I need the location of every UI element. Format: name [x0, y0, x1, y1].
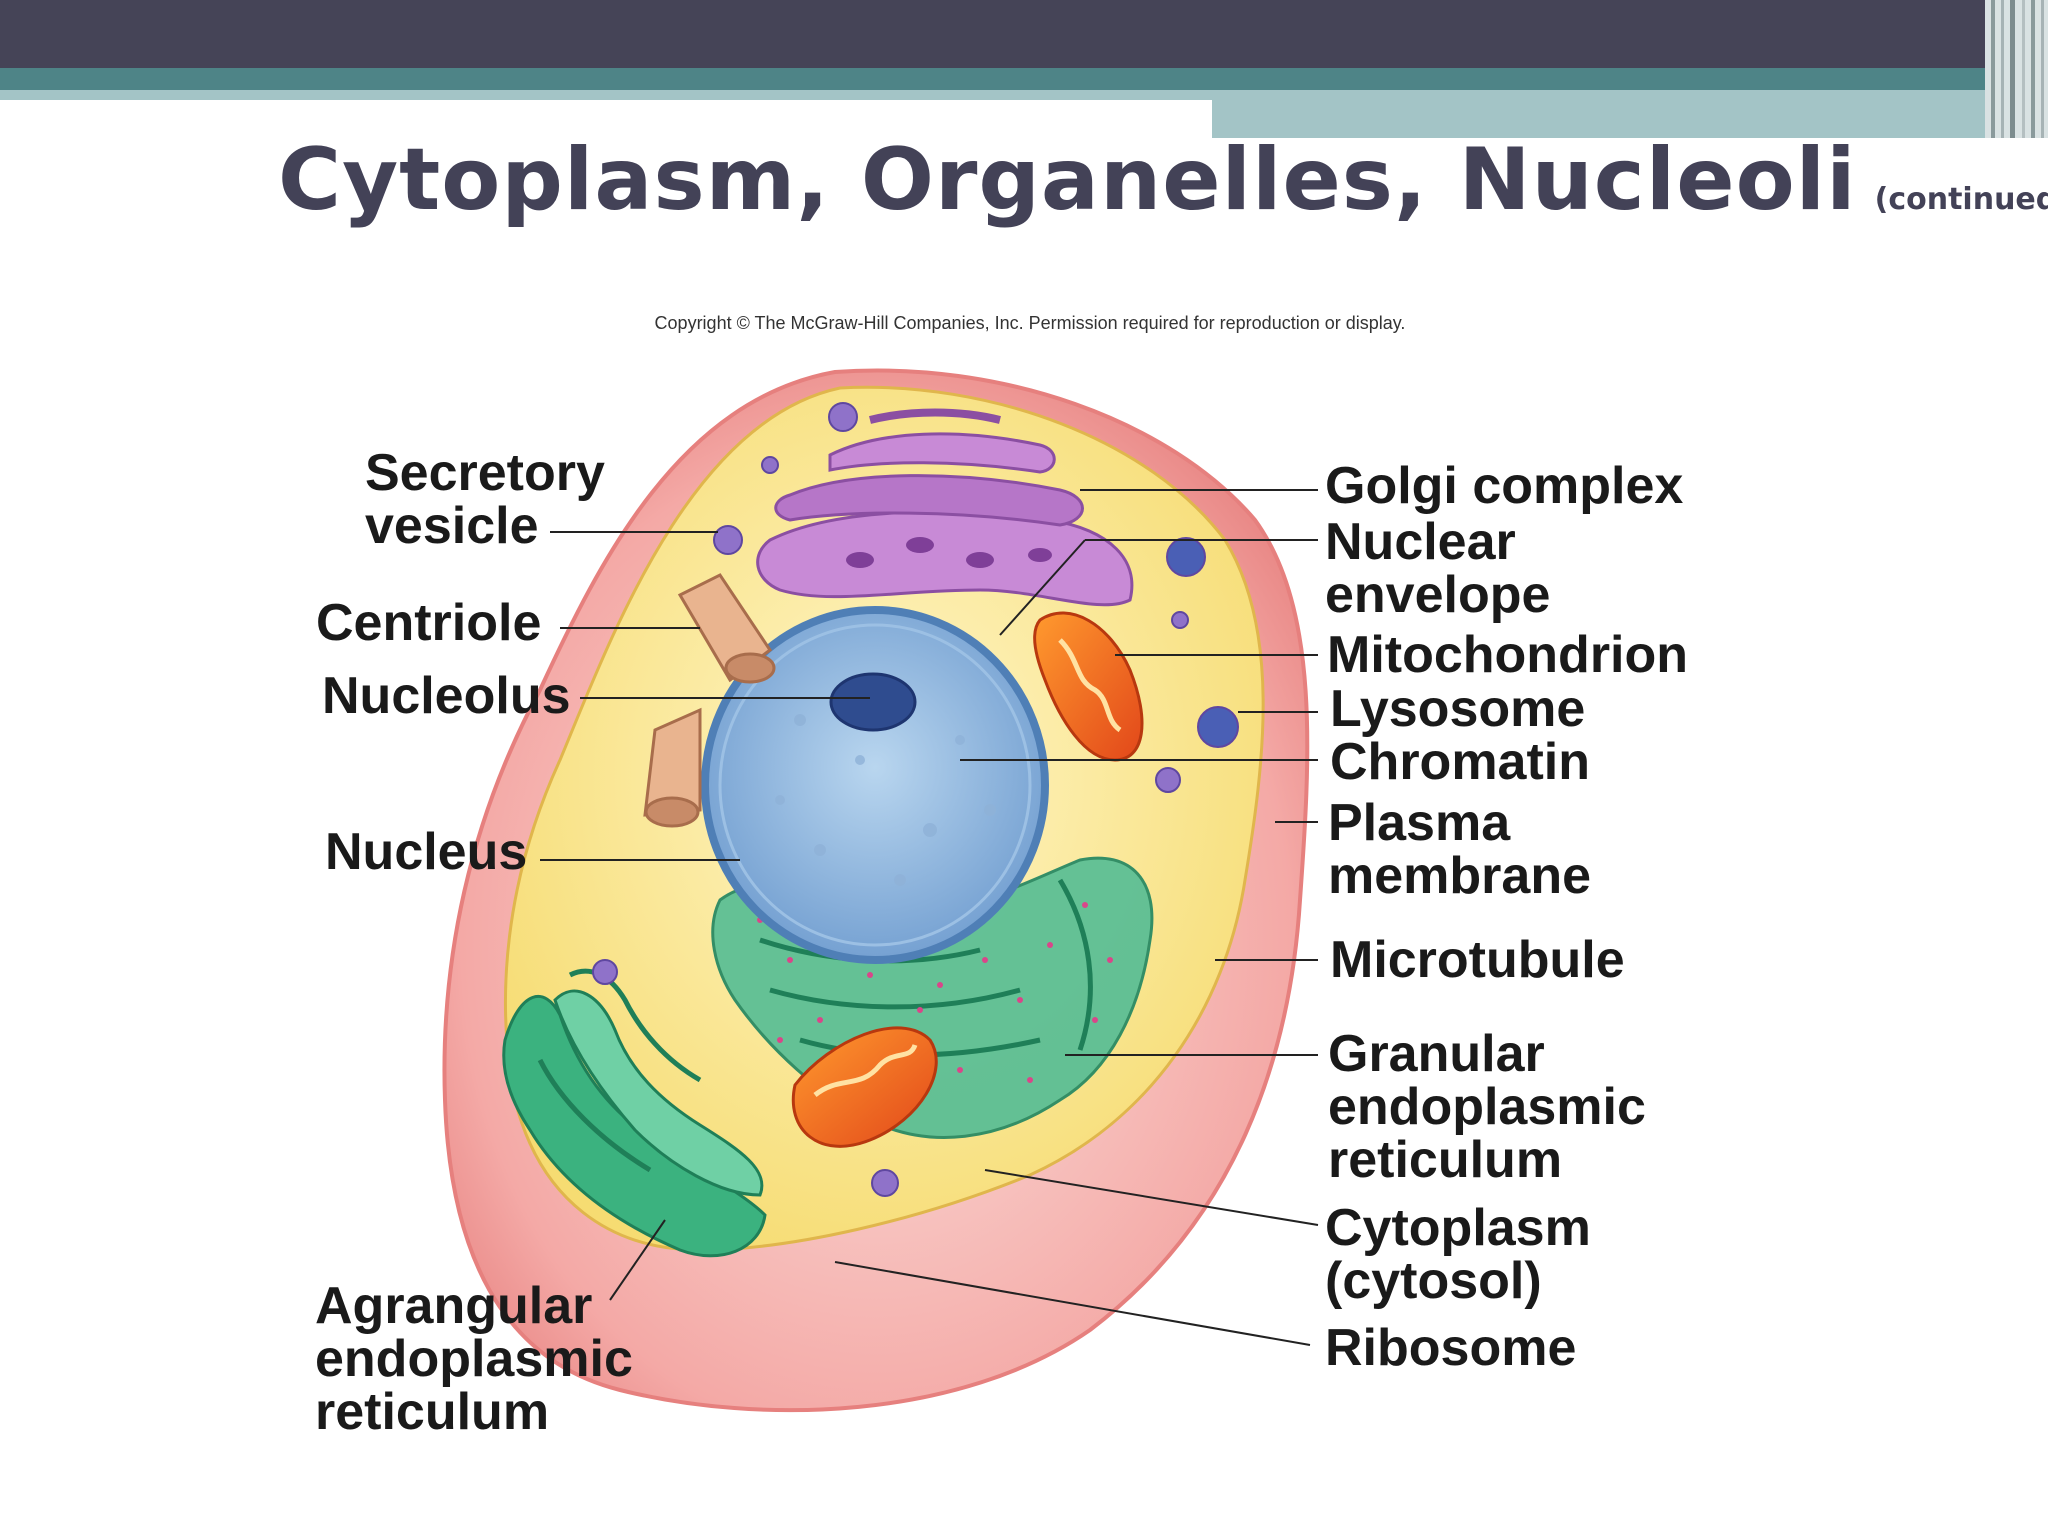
label-centriole: Centriole — [316, 594, 542, 652]
label-ribosome: Ribosome — [1325, 1319, 1577, 1377]
header-accent-block — [1212, 90, 2048, 138]
header-teal-band — [0, 68, 2048, 90]
copyright-notice: Copyright © The McGraw-Hill Companies, I… — [654, 313, 1406, 333]
label-nucleus: Nucleus — [325, 823, 528, 881]
nucleolus-shape — [829, 672, 917, 732]
label-nuclear-envelope: Nuclear envelope — [1325, 513, 1551, 624]
label-microtubule: Microtubule — [1330, 931, 1625, 989]
label-plasma-membrane: Plasma membrane — [1328, 794, 1591, 905]
label-nucleolus: Nucleolus — [322, 667, 571, 725]
label-lysosome: Lysosome — [1330, 680, 1586, 738]
agranular-er-shape — [502, 968, 767, 1258]
label-golgi-complex: Golgi complex — [1325, 457, 1684, 515]
golgi-shape — [756, 408, 1134, 607]
label-agranular-er: Agrangular endoplasmic reticulum — [315, 1277, 633, 1441]
label-chromatin: Chromatin — [1330, 733, 1590, 791]
leader-lines — [540, 489, 1319, 1346]
mitochondrion-shape — [791, 611, 1144, 1148]
label-mitochondrion: Mitochondrion — [1327, 626, 1689, 684]
title-main: Cytoplasm, Organelles, Nucleoli — [278, 130, 1857, 230]
header-light-band — [0, 90, 1212, 100]
label-granular-er: Granular endoplasmic reticulum — [1328, 1025, 1646, 1189]
header-dark-bar — [0, 0, 2048, 68]
vesicle-shapes — [592, 402, 1239, 1197]
label-secretory-vesicle: Secretory vesicle — [365, 444, 605, 555]
title-suffix: (continued) — [1874, 182, 2048, 217]
header-stripes — [1985, 0, 2048, 138]
label-cytoplasm: Cytoplasm (cytosol) — [1325, 1199, 1591, 1310]
centriole-shape — [643, 573, 776, 828]
slide-title: Cytoplasm, Organelles, Nucleoli (continue… — [278, 130, 2048, 240]
